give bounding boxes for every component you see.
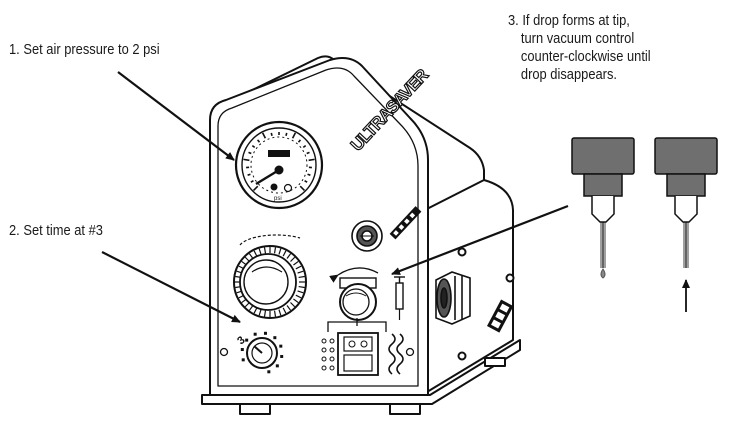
- knob-ridge: [273, 247, 277, 254]
- gauge-tick: [302, 144, 307, 149]
- gauge-tick: [299, 185, 306, 192]
- knob-ridge: [253, 307, 258, 314]
- leader-arrows: [101, 71, 569, 323]
- knob-ridge: [297, 270, 304, 274]
- gauge-tick: [247, 173, 251, 176]
- knob-ridge: [293, 298, 299, 304]
- gauge-tick: [256, 139, 261, 143]
- timer-tick: [241, 358, 245, 362]
- knob-ridge: [253, 250, 258, 257]
- base: [201, 339, 521, 405]
- tip-with-drop: [571, 137, 635, 279]
- gauge-tick: [261, 132, 267, 139]
- front-border: [217, 67, 419, 387]
- callout-vacuum-line: counter-clockwise until: [520, 48, 651, 65]
- knob-ridge: [282, 307, 287, 314]
- knob-ridge: [282, 250, 287, 257]
- gauge-tick: [285, 132, 288, 137]
- vacuum-control-knob: [329, 267, 405, 321]
- mode-panel: [321, 318, 415, 376]
- gauge-tick: [308, 158, 315, 162]
- arrow-vacuum: [391, 204, 569, 276]
- arrow-air-pressure: [117, 71, 235, 161]
- drop: [600, 268, 606, 279]
- knob-ridge: [293, 260, 299, 266]
- timer-tick: [267, 370, 271, 374]
- side-logo: [487, 299, 514, 333]
- timer-tick: [263, 331, 267, 335]
- side-screw: [457, 247, 467, 257]
- knob-ridge: [286, 253, 292, 259]
- knob-ridge: [263, 247, 267, 254]
- callout-vacuum-line: turn vacuum control: [520, 30, 635, 47]
- timer-tick: [279, 344, 283, 348]
- knob-ridge: [290, 302, 296, 308]
- gauge-tick: [306, 151, 310, 155]
- side-screw: [505, 273, 515, 283]
- pressure-regulator-knob: [233, 234, 307, 319]
- gauge-tick: [251, 144, 256, 149]
- gauge-tick: [252, 185, 259, 192]
- callout-vacuum-line: 3. If drop forms at tip,: [508, 12, 630, 29]
- timer-tick: [253, 332, 257, 336]
- callout-time: 2. Set time at #3: [9, 222, 103, 239]
- foot-back: [484, 357, 506, 367]
- vacuum-port: [351, 220, 383, 252]
- knob-ridge: [278, 248, 282, 255]
- knob-ridge: [258, 309, 262, 316]
- timer-tick: [245, 338, 249, 342]
- knob-ridge: [273, 310, 277, 317]
- callout-vacuum-line: drop disappears.: [520, 66, 618, 83]
- callout-vacuum: 3. If drop forms at tip, turn vacuum con…: [508, 12, 651, 84]
- timer-dial: 3: [219, 331, 284, 374]
- timer-tick: [273, 336, 277, 340]
- timer-tick: [280, 354, 284, 358]
- pressure-gauge: psi: [234, 120, 324, 210]
- knob-ridge: [295, 265, 302, 270]
- tip-without-drop: [654, 137, 718, 312]
- knob-ridge: [290, 256, 296, 262]
- gauge-tick: [243, 158, 250, 162]
- foot-left: [239, 403, 271, 415]
- gauge-tick: [297, 139, 302, 143]
- timer-tick: [275, 364, 279, 368]
- knob-ridge: [297, 290, 304, 294]
- gauge-tick: [304, 179, 308, 183]
- indicator-dots: [321, 338, 335, 371]
- gauge-tick: [307, 173, 311, 176]
- gauge-tick: [250, 179, 254, 183]
- knob-ridge: [295, 294, 302, 299]
- knob-ridge: [258, 248, 262, 255]
- foot-right: [389, 403, 421, 415]
- gauge-tick: [270, 132, 273, 137]
- output-fitting: [435, 271, 471, 325]
- logo-strip: [389, 206, 422, 240]
- arrow-time: [101, 251, 241, 323]
- knob-ridge: [286, 305, 292, 311]
- knob-ridge: [263, 310, 267, 317]
- gauge-tick: [291, 132, 297, 139]
- knob-ridge: [298, 285, 305, 289]
- gauge-unit-label: psi: [274, 196, 282, 202]
- callout-air-pressure: 1. Set air pressure to 2 psi: [9, 41, 160, 58]
- timer-tick: [240, 348, 244, 352]
- side-screw: [457, 351, 467, 361]
- knob-ridge: [278, 309, 282, 316]
- gauge-tick: [248, 151, 252, 155]
- knob-ridge: [298, 275, 305, 279]
